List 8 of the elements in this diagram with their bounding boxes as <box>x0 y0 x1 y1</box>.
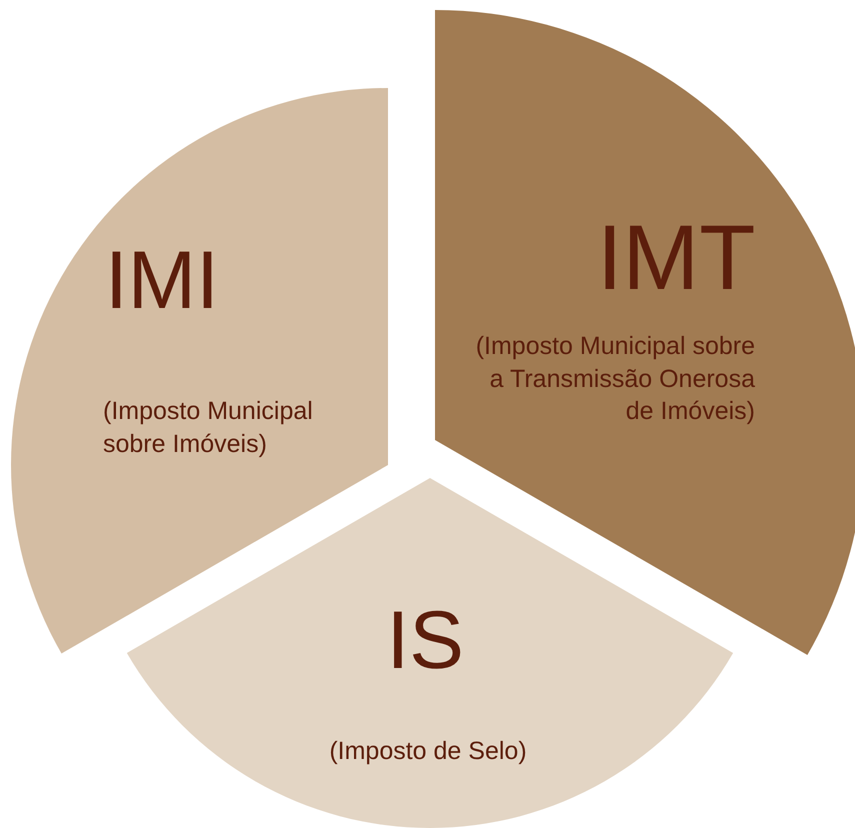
segment-description: (Imposto Municipal sobre Imóveis) <box>103 396 314 460</box>
pie-segment <box>126 478 734 828</box>
segment-description: (Imposto Municipal sobre a Transmissão Onerosa de Imóveis) <box>474 331 755 427</box>
segment-title: IMT <box>597 212 756 304</box>
pie-segment <box>11 88 388 654</box>
segment-title: IS <box>386 600 464 682</box>
segment-title: IMI <box>105 240 219 322</box>
segment-description: (Imposto de Selo) <box>328 736 528 767</box>
